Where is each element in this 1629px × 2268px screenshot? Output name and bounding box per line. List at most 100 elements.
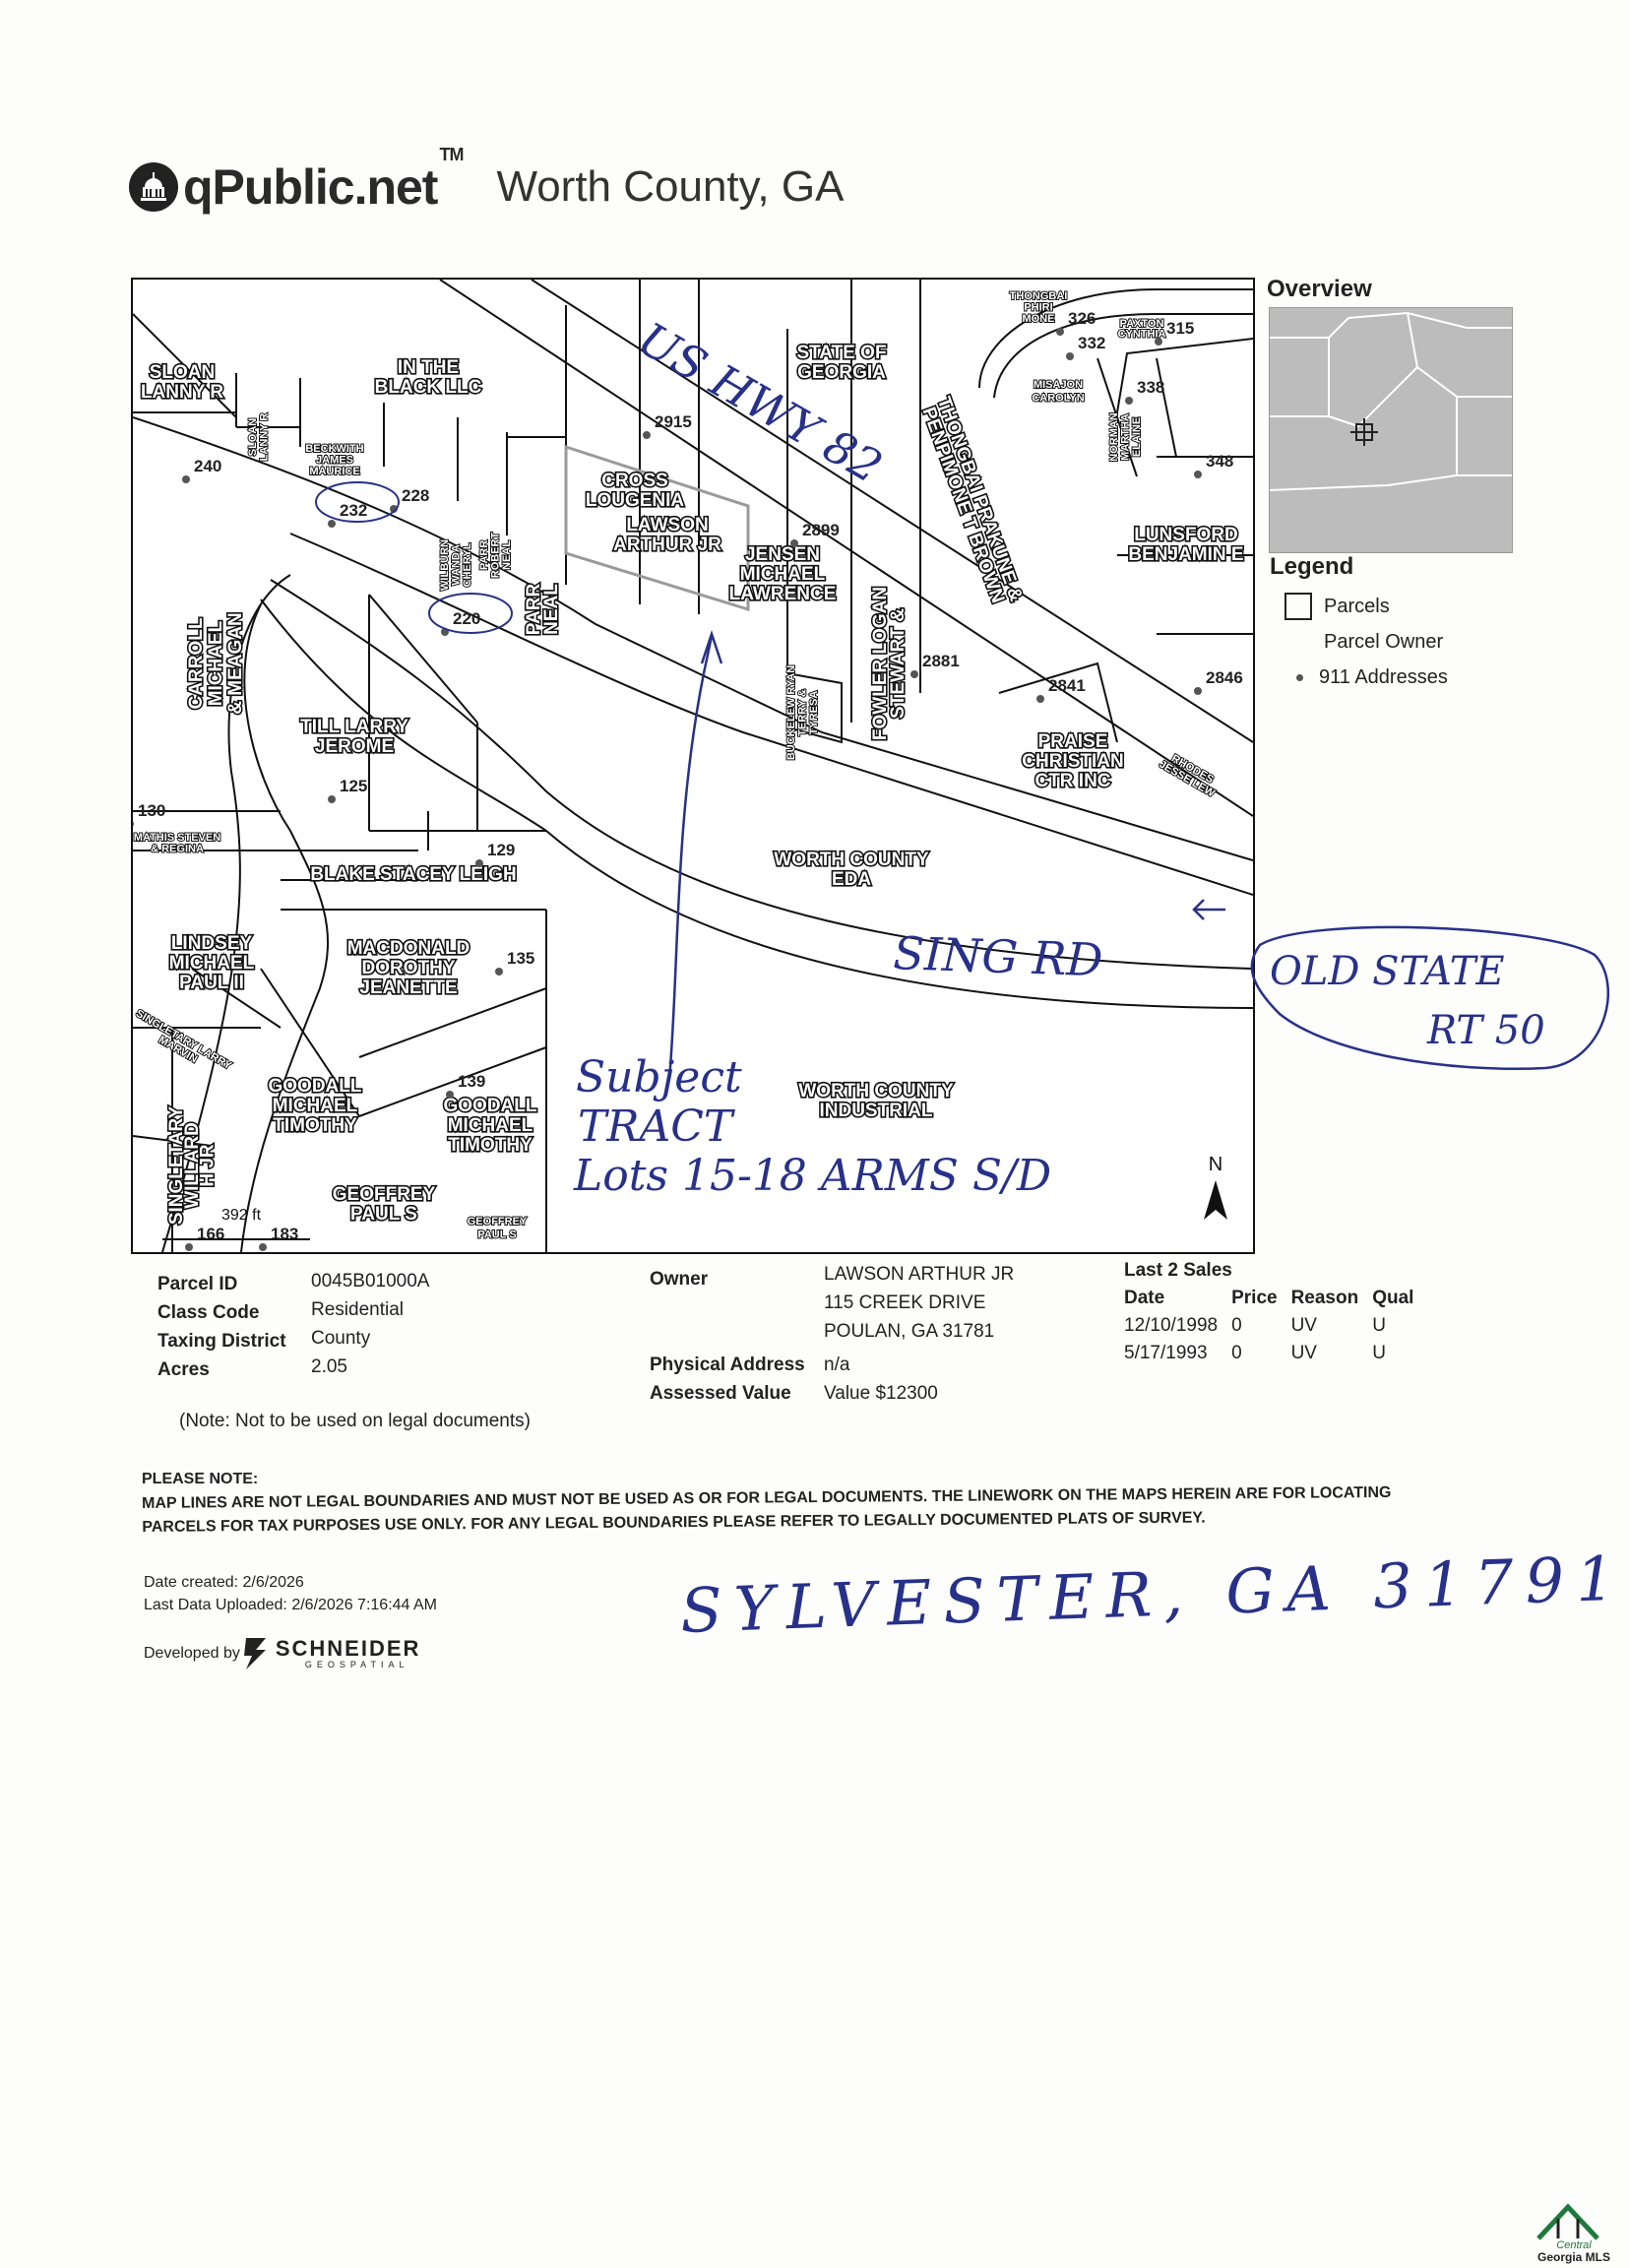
parcel-owner-wilburn[interactable]: WILBURNWANDACHERYL: [438, 538, 474, 592]
address-338[interactable]: 338: [1137, 378, 1164, 397]
parcel-info-labels: Parcel ID Class Code Taxing District Acr…: [157, 1270, 286, 1384]
taxing-district-label: Taxing District: [157, 1331, 286, 1352]
address-dot-icon: [185, 1243, 193, 1251]
address-dot-icon: [495, 968, 503, 976]
hand-sing-rd: SING RD: [893, 926, 1104, 986]
parcel-owner-rhodes[interactable]: RHODESJESSE LEW: [1156, 748, 1222, 800]
frontage-road-south: [289, 533, 1253, 896]
address-dot-icon: [1194, 471, 1202, 478]
table-row: 12/10/1998 0 UV U: [1124, 1315, 1386, 1336]
parcel-owner-fowler[interactable]: FOWLER LOGANSTEWART &: [868, 585, 909, 741]
address-166[interactable]: 166: [197, 1225, 224, 1243]
hand-circle: [315, 481, 400, 523]
parcel-owner-carroll[interactable]: CARROLLMICHAEL& MEAGAN: [184, 611, 247, 717]
header: qPublic.netTM Worth County, GA: [128, 145, 845, 221]
address-2881[interactable]: 2881: [922, 652, 960, 670]
physical-address-label: Physical Address: [650, 1354, 805, 1375]
address-183[interactable]: 183: [271, 1225, 298, 1243]
address-130[interactable]: 130: [138, 801, 165, 820]
address-2899[interactable]: 2899: [802, 521, 840, 539]
parcel-owner-sloan-lanny-v[interactable]: SLOANLANNY R: [246, 412, 272, 463]
north-label: N: [1209, 1154, 1222, 1175]
parcel-owner-parr-neal[interactable]: PARRNEAL: [522, 582, 563, 637]
parcel-owner-buckelew[interactable]: BUCKELEW RYANTERRY &TYRESA: [784, 664, 821, 761]
parcel-owner-blake[interactable]: BLAKE STACEY LEIGH: [309, 862, 519, 886]
please-note-body: MAP LINES ARE NOT LEGAL BOUNDARIES AND M…: [142, 1483, 1392, 1536]
address-240[interactable]: 240: [194, 457, 221, 475]
address-dot-icon: [1296, 674, 1303, 681]
county-road-west-1: [161, 574, 291, 1252]
address-129[interactable]: 129: [487, 841, 515, 859]
hand-tract: TRACT: [578, 1102, 736, 1152]
parcel-owner-mathis[interactable]: MATHIS STEVEN& REGINA: [133, 831, 221, 856]
hand-arrow-old-state: [1192, 899, 1225, 920]
address-dot-icon: [1194, 687, 1202, 695]
old-state-annotation: OLD STATE RT 50: [1250, 925, 1609, 1070]
class-code-value: Residential: [311, 1299, 404, 1320]
hand-arrow-subject: [667, 635, 714, 1080]
county-title: Worth County, GA: [496, 162, 845, 211]
legend-title: Legend: [1270, 553, 1354, 580]
address-dot-icon: [446, 1091, 454, 1099]
frontage-road-north: [133, 416, 1253, 861]
parcel-owner-singletary-larry[interactable]: SINGLETARY LARRYMARVIN: [133, 1007, 235, 1083]
overview-map[interactable]: [1269, 307, 1513, 553]
address-315[interactable]: 315: [1166, 319, 1194, 338]
address-2841[interactable]: 2841: [1048, 676, 1086, 695]
parcel-owner-singletary-willard[interactable]: SINGLETARYWILLARDH JR: [164, 1104, 219, 1227]
address-326[interactable]: 326: [1068, 309, 1096, 328]
capitol-dome-icon: [129, 162, 178, 212]
address-125[interactable]: 125: [340, 777, 367, 795]
county-road-west-2: [240, 603, 330, 1252]
developed-by: Developed by SCHNEIDER GEOSPATIAL: [144, 1636, 421, 1670]
address-139[interactable]: 139: [458, 1072, 485, 1091]
sales-col-reason: Reason: [1290, 1288, 1359, 1308]
owner-name: LAWSON ARTHUR JR: [824, 1264, 1015, 1285]
address-2915[interactable]: 2915: [655, 412, 692, 431]
scale-label: 392 ft: [221, 1207, 262, 1224]
address-228[interactable]: 228: [402, 486, 429, 505]
address-2846[interactable]: 2846: [1206, 668, 1243, 687]
legal-note: (Note: Not to be used on legal documents…: [179, 1411, 531, 1431]
parcel-box-icon: [1284, 593, 1312, 620]
address-220[interactable]: 220: [453, 609, 480, 628]
georgia-mls-logo: Central Georgia MLS: [1536, 2203, 1610, 2264]
parcel-owner-thongbai-prakune[interactable]: THONGBAI PRAKUNE &PENPIMONE T BROWN: [916, 393, 1028, 610]
parcel-owner-parr-robert[interactable]: PARRROBERTNEAL: [477, 532, 514, 580]
address-135[interactable]: 135: [507, 949, 534, 968]
address-232[interactable]: 232: [340, 501, 367, 520]
last-data-uploaded: Last Data Uploaded: 2/6/2026 7:16:44 AM: [144, 1597, 437, 1613]
svg-text:Central: Central: [1556, 2239, 1592, 2251]
address-332[interactable]: 332: [1078, 334, 1105, 352]
address-348[interactable]: 348: [1206, 452, 1233, 471]
legend-parcel-owner: Parcel Owner: [1324, 631, 1444, 653]
taxing-district-value: County: [311, 1328, 371, 1349]
address-dot-icon: [1155, 338, 1162, 346]
physical-address-value: n/a: [824, 1354, 850, 1375]
hand-subject: Subject: [576, 1052, 742, 1102]
hand-lots: Lots 15-18 ARMS S/D: [573, 1151, 1051, 1201]
parcel-owner-norman[interactable]: NORMANMARTHAELAINE: [1107, 411, 1144, 463]
